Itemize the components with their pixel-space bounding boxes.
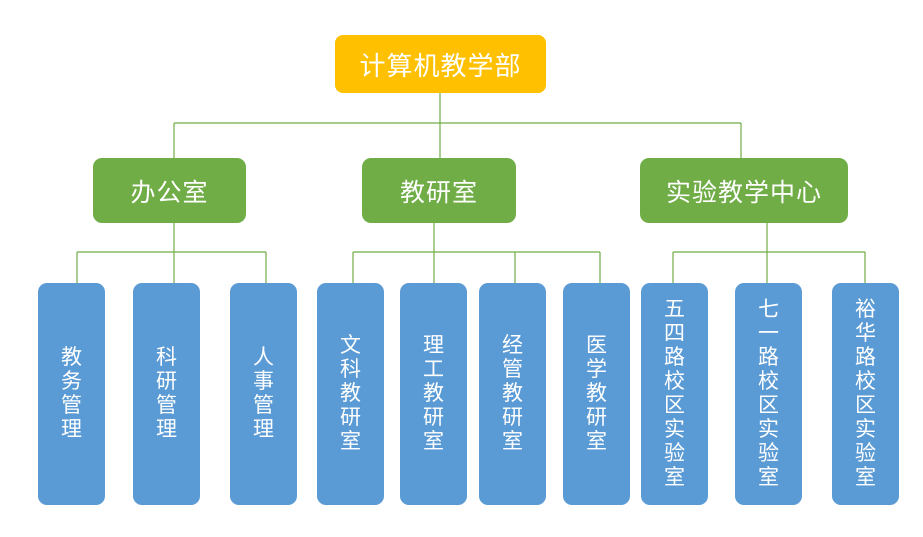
department-label: 教研室: [399, 177, 478, 207]
unit-label: 科研管理: [155, 345, 177, 441]
connector-office: [76, 223, 267, 283]
unit-medical-office: 医学教研室: [563, 283, 630, 505]
unit-label: 医学教研室: [585, 333, 607, 453]
department-label: 办公室: [130, 177, 209, 207]
root-node: 计算机教学部: [335, 35, 546, 93]
root-label: 计算机教学部: [359, 51, 522, 82]
unit-yuhua-road-lab: 裕华路校区实验室: [832, 283, 899, 505]
unit-label: 五四路校区实验室: [663, 297, 685, 489]
unit-qiyi-road-lab: 七一路校区实验室: [735, 283, 802, 505]
unit-label: 裕华路校区实验室: [854, 297, 876, 489]
unit-personnel-management: 人事管理: [230, 283, 297, 505]
unit-label: 经管教研室: [501, 333, 523, 453]
department-teaching-research: 教研室: [362, 158, 516, 223]
unit-academic-affairs: 教务管理: [38, 283, 105, 505]
unit-label: 教务管理: [60, 345, 82, 441]
unit-label: 七一路校区实验室: [757, 297, 779, 489]
connector-root: [173, 93, 742, 158]
unit-research-management: 科研管理: [133, 283, 200, 505]
department-office: 办公室: [93, 158, 246, 223]
unit-label: 人事管理: [252, 345, 274, 441]
department-label: 实验教学中心: [665, 177, 822, 207]
unit-wusi-road-lab: 五四路校区实验室: [641, 283, 708, 505]
unit-science-engineering-office: 理工教研室: [400, 283, 467, 505]
connector-research: [352, 223, 601, 283]
unit-liberal-arts-office: 文科教研室: [317, 283, 384, 505]
department-lab-center: 实验教学中心: [640, 158, 848, 223]
unit-label: 文科教研室: [339, 333, 361, 453]
unit-economics-management-office: 经管教研室: [479, 283, 546, 505]
connector-lab: [672, 223, 866, 283]
unit-label: 理工教研室: [422, 333, 444, 453]
